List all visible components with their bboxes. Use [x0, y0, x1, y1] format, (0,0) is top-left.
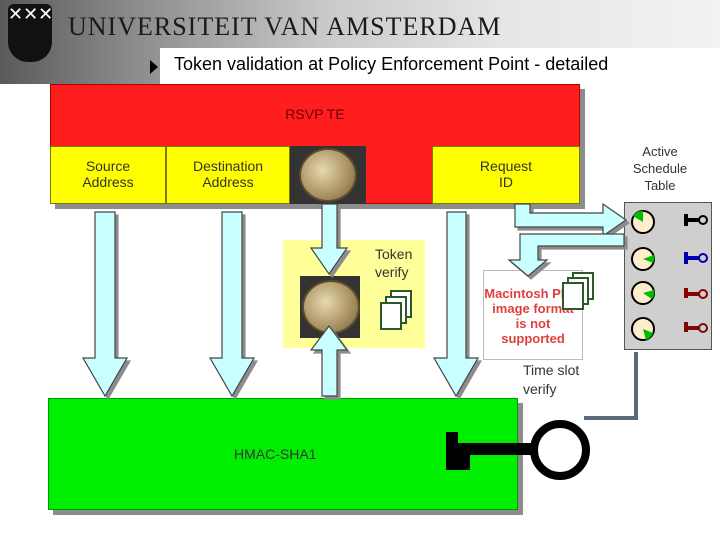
source-address-line2: Address — [82, 174, 134, 190]
request-id-field: Request ID — [432, 146, 580, 204]
time-slot-verify-line2: verify — [523, 381, 557, 397]
destination-address-line2: Address — [202, 174, 254, 190]
destination-down-arrow — [208, 211, 256, 398]
destination-address-field: Destination Address — [166, 146, 290, 204]
schedule-clock-icons — [631, 210, 655, 341]
schedule-to-key-line — [584, 352, 638, 420]
pict-message-line2: image format — [492, 301, 574, 316]
request-id-line2: ID — [499, 174, 513, 190]
time-slot-verify-label: Time slot verify — [523, 361, 579, 399]
rsvp-te-label: RSVP TE — [285, 106, 345, 122]
pict-message: Macintosh PICT image format is not suppo… — [483, 286, 583, 346]
active-schedule-line1: Active — [642, 144, 678, 159]
schedule-to-verify-arrow — [507, 233, 625, 277]
hmac-sha1-block — [48, 398, 518, 510]
document-stack-icon — [380, 302, 402, 330]
token-verify-coin-icon — [302, 280, 360, 334]
bullet-arrow-icon — [150, 60, 158, 74]
university-name: UNIVERSITEIT VAN AMSTERDAM — [68, 12, 502, 41]
active-schedule-line2: Schedule — [632, 161, 688, 176]
active-schedule-line3: Table — [644, 178, 676, 193]
pict-message-line1: Macintosh PICT — [484, 286, 582, 301]
pict-message-line3: is not supported — [501, 316, 565, 346]
source-address-line1: Source — [85, 158, 131, 174]
title-bar — [160, 48, 720, 84]
hmac-sha1-label: HMAC-SHA1 — [234, 446, 317, 462]
hmac-up-arrow — [309, 325, 349, 397]
schedule-key-icons — [684, 214, 708, 333]
uva-logo: ✕✕✕ — [8, 4, 53, 62]
token-verify-line1: Token — [375, 246, 413, 262]
token-coin-icon — [299, 148, 357, 202]
time-slot-verify-line1: Time slot — [523, 362, 580, 378]
destination-address-line1: Destination — [192, 158, 264, 174]
token-verify-label: Token verify — [375, 245, 412, 281]
request-down-arrow — [432, 211, 480, 398]
request-id-line1: Request — [479, 158, 533, 174]
active-schedule-table-label: Active Schedule Table — [616, 143, 704, 194]
hmac-key-icon — [446, 420, 590, 480]
request-to-schedule-arrow — [514, 202, 628, 238]
source-down-arrow — [81, 211, 129, 398]
slide-title: Token validation at Policy Enforcement P… — [174, 54, 609, 74]
document-stack-icon — [562, 282, 584, 310]
token-verify-line2: verify — [375, 264, 409, 280]
token-down-arrow — [309, 203, 349, 276]
source-address-field: Source Address — [50, 146, 166, 204]
